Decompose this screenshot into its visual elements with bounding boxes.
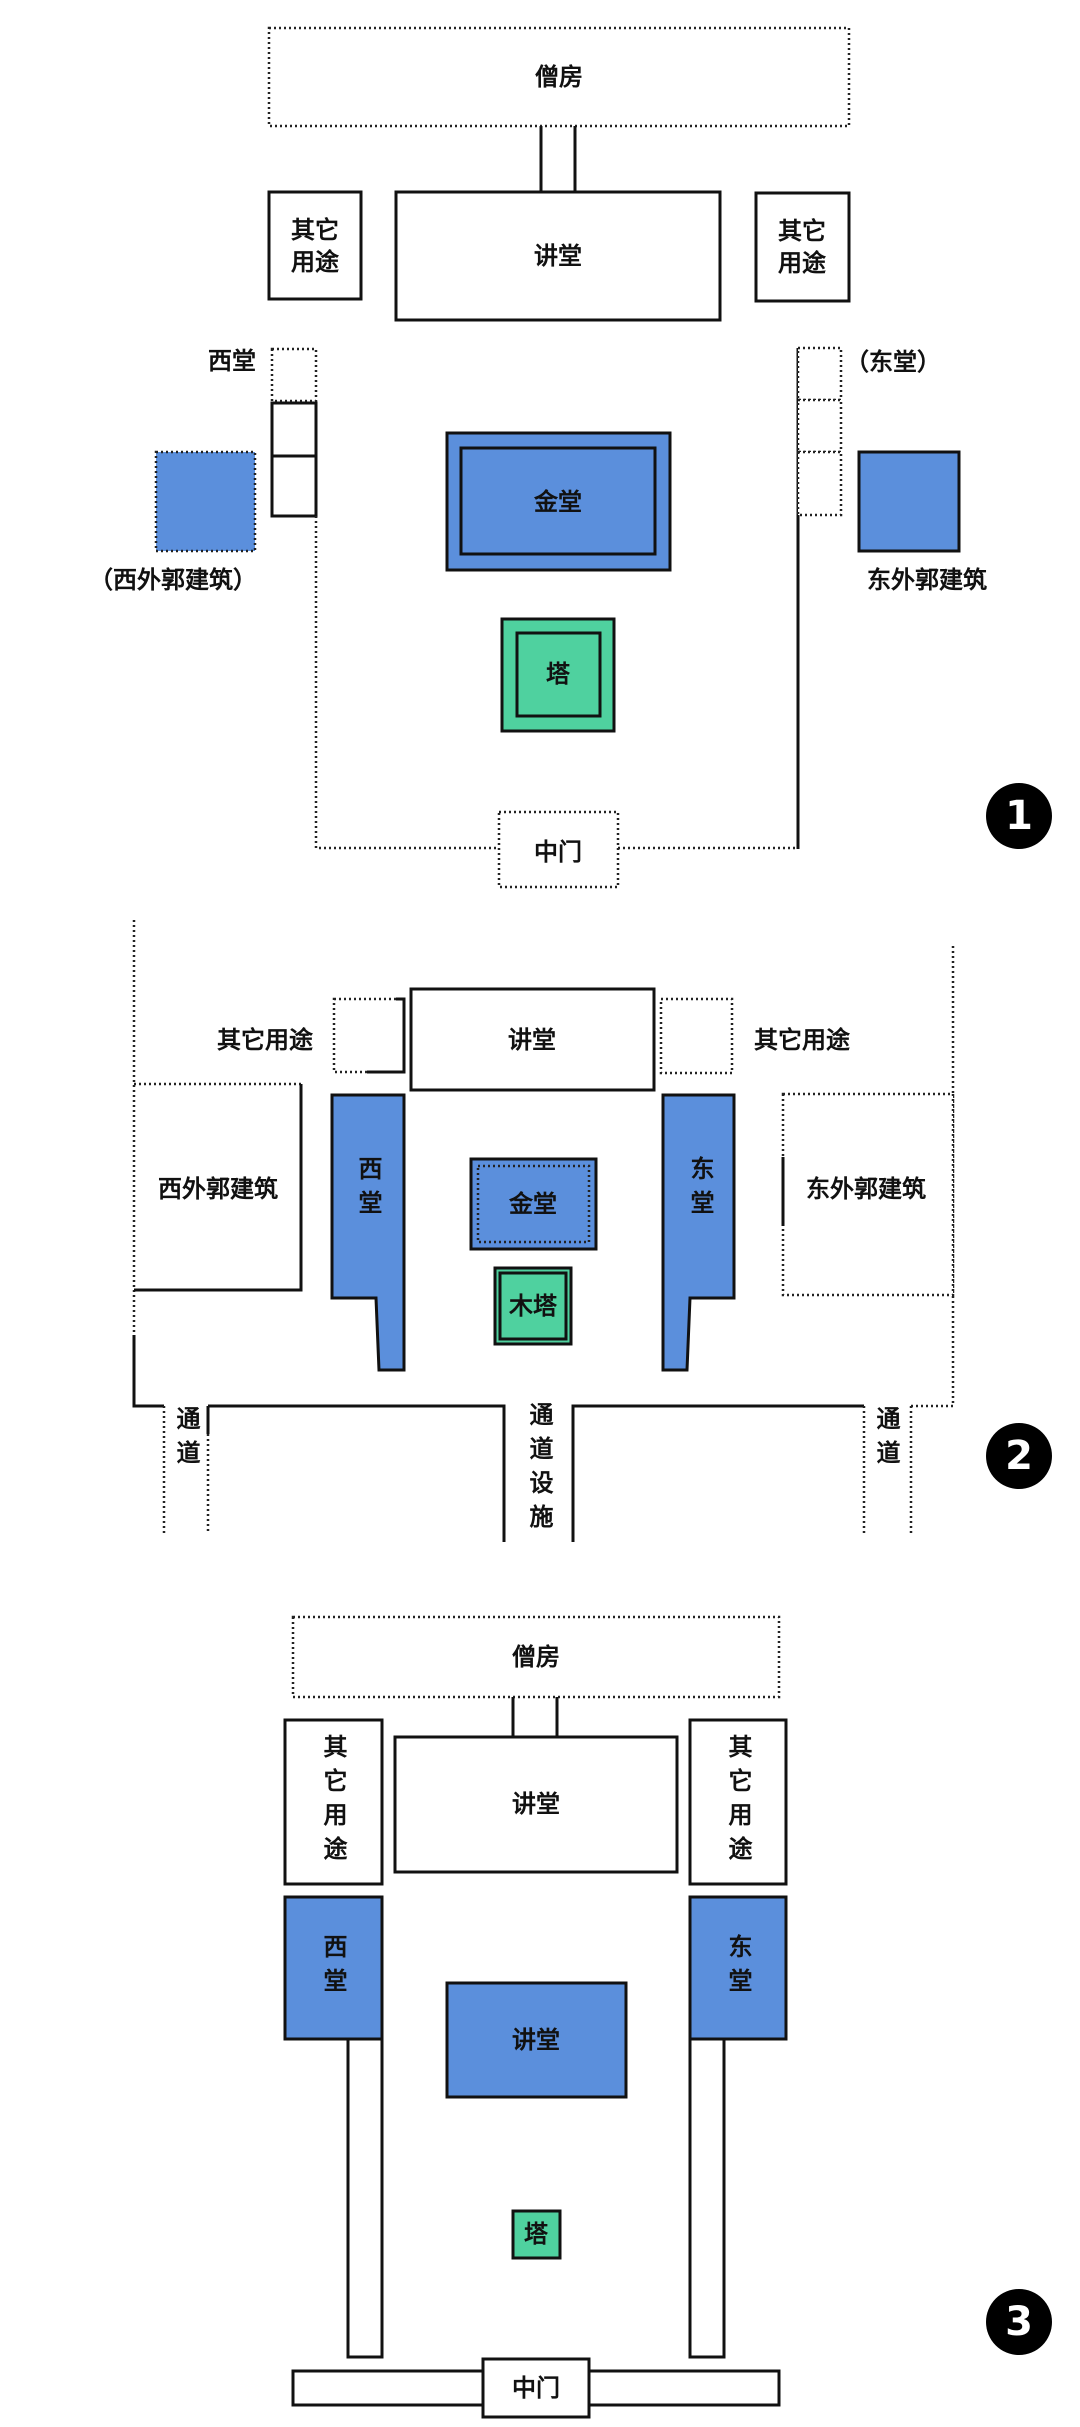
center-hall-box bbox=[445, 1981, 628, 2099]
west-outer-label: （西外郭建筑） bbox=[89, 566, 257, 594]
east-hall-dotted-box bbox=[796, 398, 843, 454]
east-outer-building bbox=[781, 1092, 955, 1297]
west-outer-building-edge bbox=[134, 1084, 303, 1292]
east-hall-box bbox=[688, 1895, 788, 2041]
passage-center-label: 通道设施 bbox=[525, 1402, 553, 1538]
east-hall-label: （东堂） bbox=[845, 348, 941, 376]
pagoda-label: 塔 bbox=[546, 660, 571, 688]
other-use-right-box bbox=[754, 191, 851, 303]
west-boundary-solid bbox=[132, 1335, 164, 1408]
wooden-pagoda-inner bbox=[498, 1271, 568, 1341]
west-hall-box bbox=[283, 1895, 384, 2041]
wooden-pagoda-label: 木塔 bbox=[508, 1292, 558, 1320]
south-wall-right bbox=[571, 1404, 864, 1542]
other-use-left-line2: 用途 bbox=[291, 248, 340, 276]
other-use-left-label: 其它用途 bbox=[319, 1734, 347, 1870]
center-hall-label: 讲堂 bbox=[512, 2026, 560, 2054]
lecture-hall-box bbox=[393, 1735, 679, 1874]
pagoda-box bbox=[511, 2209, 562, 2260]
lecture-hall-box bbox=[394, 190, 722, 322]
west-hall-box bbox=[270, 454, 318, 518]
lecture-hall-box bbox=[409, 987, 656, 1092]
golden-hall-label: 金堂 bbox=[533, 488, 582, 516]
badge-3 bbox=[986, 2289, 1052, 2355]
east-hall-dotted-box bbox=[796, 450, 843, 517]
monks-quarters-box bbox=[291, 1615, 781, 1699]
middle-gate-box bbox=[481, 2357, 591, 2419]
lecture-hall-label: 讲堂 bbox=[534, 242, 582, 270]
lecture-hall-label: 讲堂 bbox=[512, 1790, 560, 1818]
passage-left-label: 通道 bbox=[172, 1406, 200, 1474]
other-use-left-solid-edge bbox=[367, 997, 406, 1074]
west-outer-building bbox=[154, 450, 257, 553]
other-use-left-label: 其它用途 bbox=[217, 1026, 314, 1054]
pagoda-label: 塔 bbox=[524, 2220, 549, 2248]
east-hall-label: 东堂 bbox=[686, 1155, 714, 1224]
golden-hall-inner-dotted bbox=[476, 1164, 591, 1244]
other-use-right-box bbox=[688, 1718, 788, 1886]
other-use-left-box bbox=[283, 1718, 384, 1886]
west-hall-shape bbox=[330, 1093, 406, 1372]
west-corridor-dotted bbox=[314, 516, 499, 850]
other-use-left-box bbox=[267, 190, 363, 301]
west-hall-label: 西堂 bbox=[319, 1934, 347, 2002]
west-hall-dotted-box bbox=[270, 347, 318, 403]
badge-2 bbox=[986, 1423, 1052, 1489]
golden-hall-label: 金堂 bbox=[508, 1190, 557, 1218]
badge-1 bbox=[986, 783, 1052, 849]
other-use-left-line1: 其它 bbox=[291, 216, 339, 244]
monks-quarters-label: 僧房 bbox=[535, 63, 583, 91]
diagram-2: 西外郭建筑 其它用途 讲堂 其它用途 西堂 东堂 东外郭建筑 金堂 木塔 通道 … bbox=[132, 920, 1052, 1542]
middle-gate-box bbox=[497, 810, 620, 889]
diagram-1: 僧房 讲堂 其它 用途 其它 用途 西堂 （西外郭建筑） 金堂 塔 （东堂） 东… bbox=[89, 26, 1052, 889]
other-use-right-box bbox=[659, 997, 734, 1075]
monks-quarters-box bbox=[267, 26, 851, 128]
west-corridor bbox=[346, 2037, 384, 2359]
diagram-3: 僧房 讲堂 其它用途 其它用途 西堂 东堂 讲堂 塔 中门 3 bbox=[283, 1615, 1052, 2419]
passage-right-label: 通道 bbox=[872, 1406, 900, 1474]
east-hall-dotted-box bbox=[796, 346, 843, 402]
middle-gate-label: 中门 bbox=[512, 2374, 560, 2402]
west-hall-label: 西堂 bbox=[354, 1156, 382, 1224]
badge-1-number: 1 bbox=[1005, 793, 1033, 839]
other-use-right-line1: 其它 bbox=[778, 217, 826, 245]
other-use-left-box bbox=[332, 997, 406, 1074]
monks-quarters-label: 僧房 bbox=[512, 1643, 560, 1671]
badge-3-number: 3 bbox=[1005, 2299, 1033, 2345]
badge-2-number: 2 bbox=[1005, 1433, 1033, 1479]
south-wall-left bbox=[208, 1404, 506, 1542]
east-corridor bbox=[688, 2037, 726, 2359]
west-outer-label: 西外郭建筑 bbox=[158, 1175, 278, 1203]
west-hall-box bbox=[270, 401, 318, 458]
east-outer-label: 东外郭建筑 bbox=[867, 566, 987, 594]
other-use-right-label: 其它用途 bbox=[724, 1734, 752, 1870]
east-outer-building bbox=[857, 450, 961, 553]
west-hall-label: 西堂 bbox=[208, 347, 256, 375]
other-use-right-label: 其它用途 bbox=[754, 1026, 851, 1054]
east-outer-label: 东外郭建筑 bbox=[806, 1175, 926, 1203]
middle-gate-label: 中门 bbox=[534, 838, 582, 866]
east-hall-shape bbox=[661, 1093, 736, 1372]
golden-hall-inner bbox=[459, 446, 657, 556]
pagoda-inner bbox=[515, 631, 602, 718]
other-use-right-line2: 用途 bbox=[778, 249, 827, 277]
east-hall-label: 东堂 bbox=[724, 1933, 752, 2002]
lecture-hall-label: 讲堂 bbox=[508, 1026, 556, 1054]
